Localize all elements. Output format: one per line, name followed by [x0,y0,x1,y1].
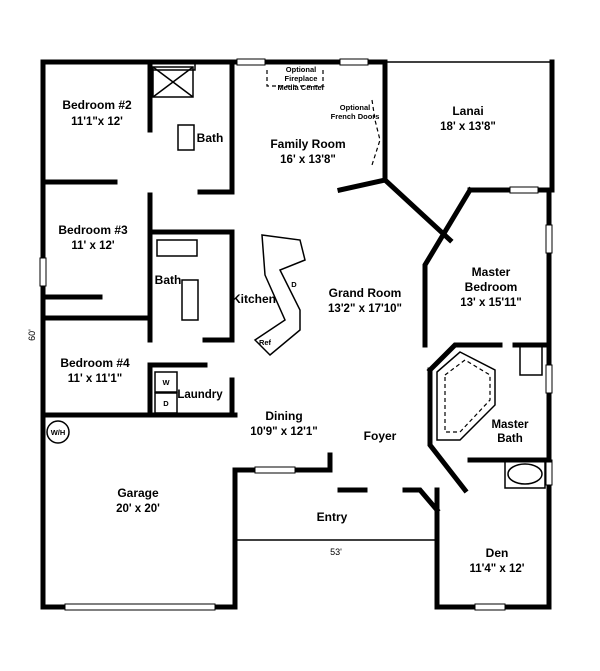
washer-label: W [162,378,170,387]
bedroom4-label: Bedroom #4 [60,356,130,370]
fixtures [46,62,546,489]
garage-size: 20' x 20' [116,503,160,515]
depth-dimension: 60' [27,329,37,341]
lanai-size: 18' x 13'8" [440,121,496,133]
master-bedroom-size: 13' x 15'11" [460,297,521,309]
shower [152,66,194,98]
master-bedroom-label-1: Master [472,265,511,279]
bedroom2-label: Bedroom #2 [62,98,132,112]
entry-label: Entry [317,510,348,524]
garage-label: Garage [117,486,159,500]
family-room-size: 16' x 13'8" [280,154,336,166]
laundry-label: Laundry [177,389,223,401]
grand-room-size: 13'2" x 17'10" [328,303,402,315]
tub [504,459,546,489]
dishwasher-label: D [291,280,297,289]
lanai-label: Lanai [452,104,483,118]
grand-room-label: Grand Room [329,286,402,300]
master-bath-label-1: Master [491,419,529,431]
optional-french-doors-outline [371,99,381,166]
dining-size: 10'9" x 12'1" [250,426,318,438]
dryer [154,392,178,414]
dining-label: Dining [265,409,302,423]
bedroom3-size: 11' x 12' [71,240,114,252]
french-doors-note-1: Optional [340,103,370,112]
kitchen-label: Kitchen [232,292,276,306]
water-heater-label: W/H [51,428,66,437]
den-size: 11'4" x 12' [469,563,524,575]
width-dimension: 53' [330,547,342,557]
french-doors-note-2: French Doors [331,112,380,121]
fireplace-note-3: Media Center [277,83,324,92]
master-bedroom-label-2: Bedroom [465,280,518,294]
master-bath-label-2: Bath [497,433,523,445]
master-closet [436,351,496,441]
bath2-label: Bath [155,273,182,287]
fireplace-note-1: Optional [286,65,316,74]
family-room-label: Family Room [270,137,345,151]
dryer-label: D [163,399,169,408]
water-heater [46,420,70,444]
kitchen-island [253,234,306,357]
refrigerator-label: Ref [259,338,272,347]
bedroom3-label: Bedroom #3 [58,223,128,237]
washer [154,371,178,393]
optional-fireplace-outline [266,70,324,87]
windows [39,58,553,611]
den-label: Den [486,546,509,560]
bath1-label: Bath [197,131,224,145]
bedroom4-size: 11' x 11'1" [68,373,122,385]
bedroom2-size: 11'1"x 12' [71,116,123,128]
foyer-label: Foyer [364,429,397,443]
fireplace-note-2: Fireplace [285,74,318,83]
